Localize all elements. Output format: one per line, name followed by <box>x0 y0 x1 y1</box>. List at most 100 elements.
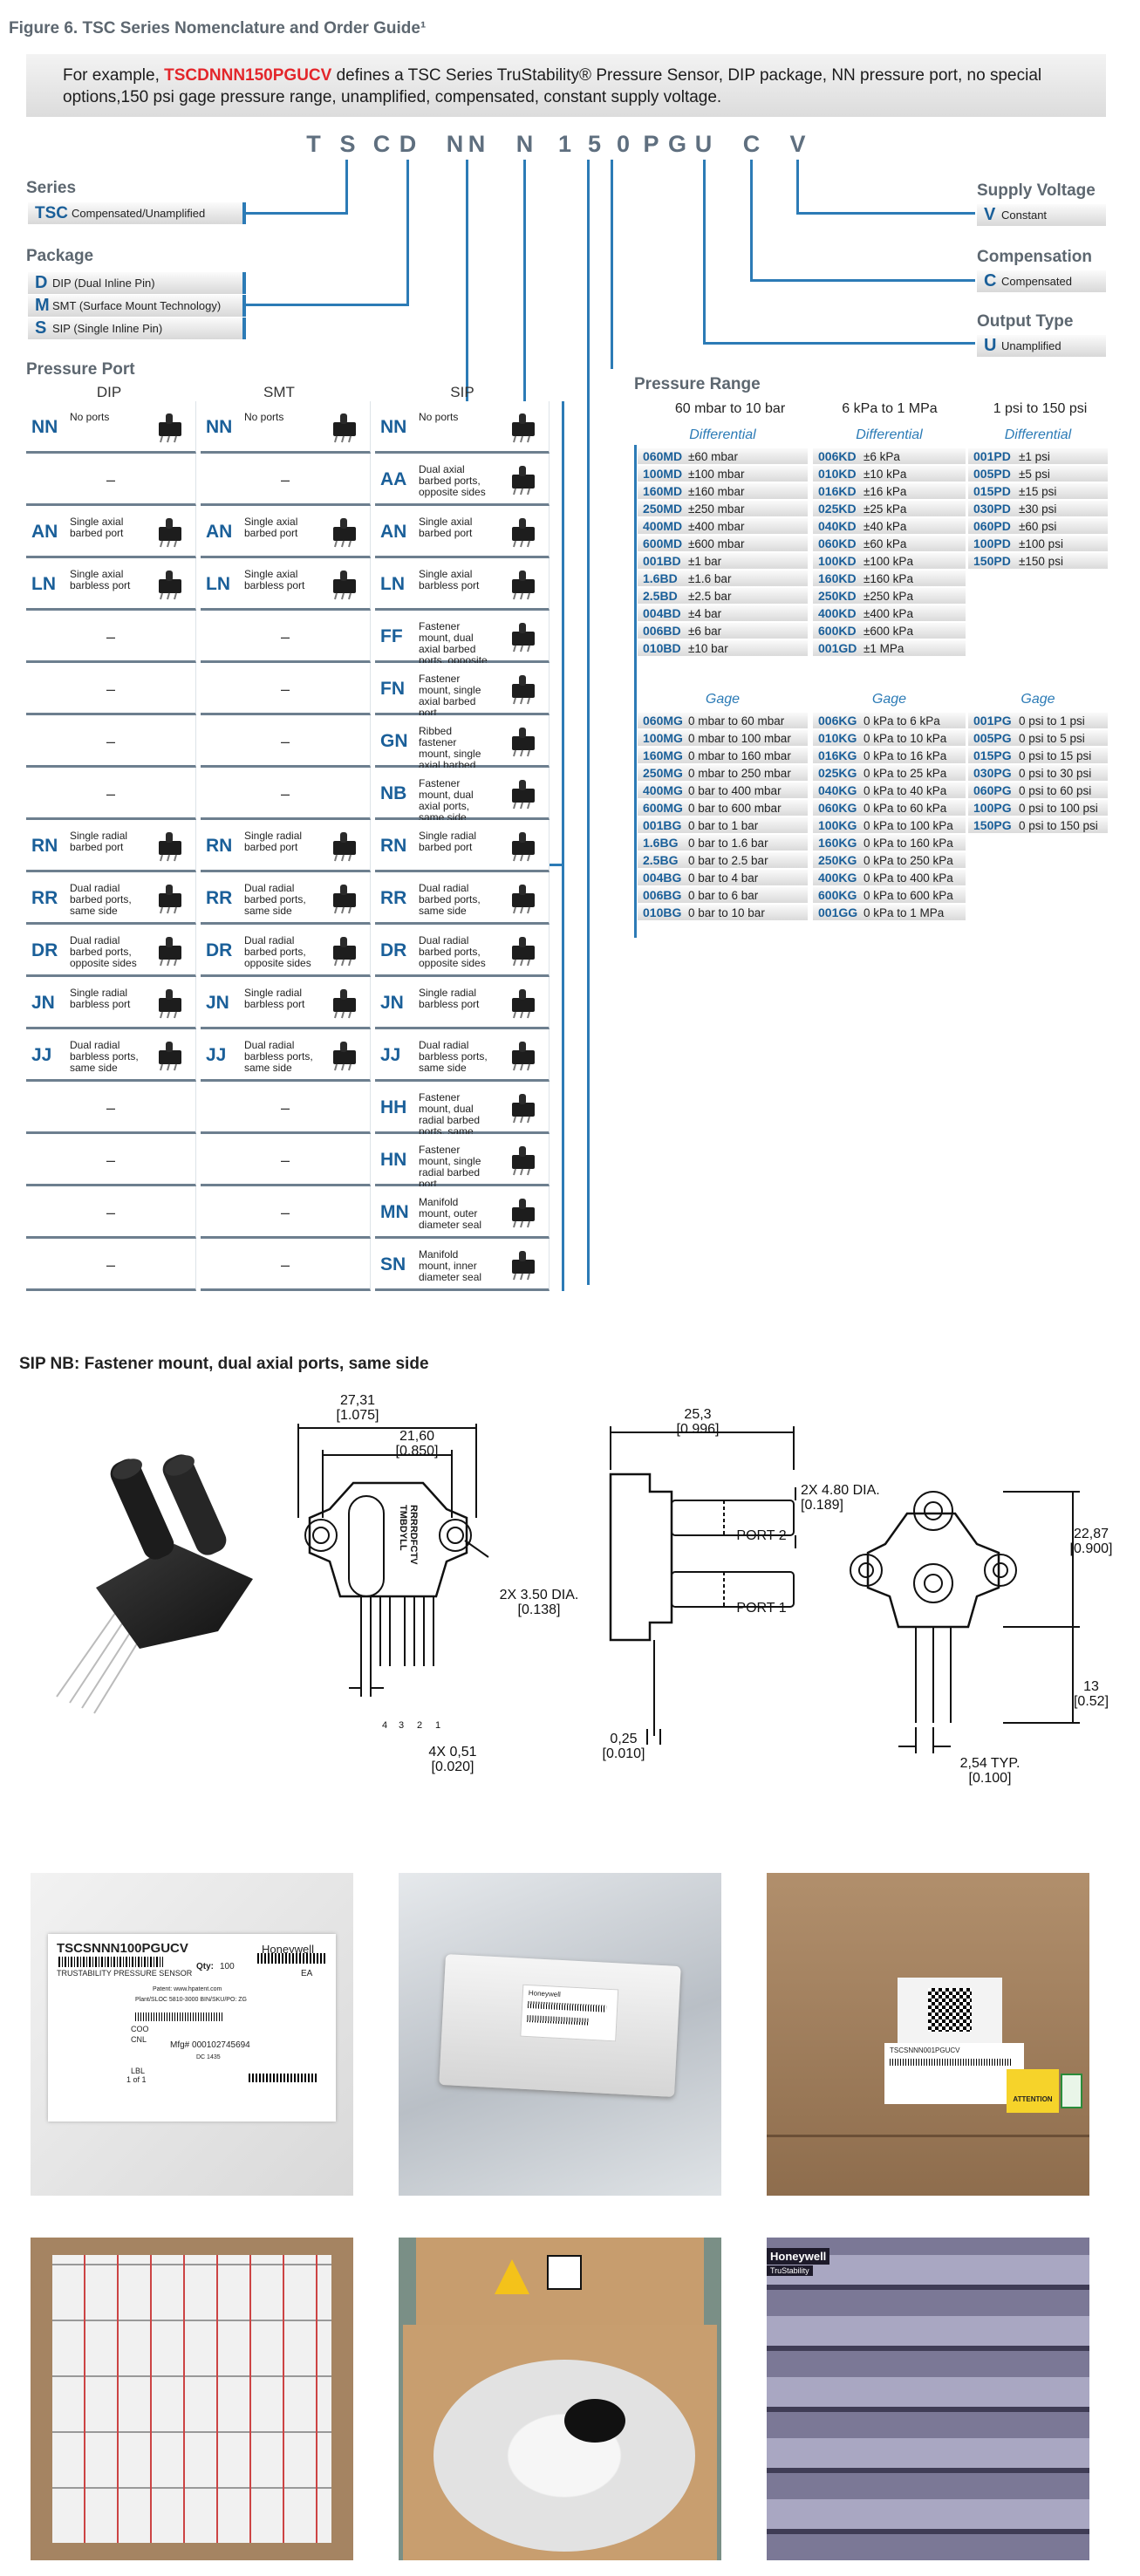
port-cell-smt: – <box>201 1186 371 1239</box>
port-none: – <box>280 785 290 803</box>
port-package-icon <box>154 935 188 967</box>
dim-mm: 0,25 <box>610 1732 638 1746</box>
port-code: DR <box>380 940 407 960</box>
range-row: 160KD±160 kPa <box>813 571 966 587</box>
port-code: NB <box>380 783 407 803</box>
range-code: 250MG <box>643 766 683 780</box>
port2-label: PORT 2 <box>736 1528 787 1543</box>
option-code: TSC <box>35 203 68 222</box>
port-code: HN <box>380 1150 407 1170</box>
port-desc: No ports <box>244 411 284 423</box>
range-value: 0 kPa to 160 kPa <box>864 836 953 850</box>
range-differential-label: Differential <box>1004 427 1072 442</box>
connector-series <box>345 160 348 214</box>
connector-supply <box>796 160 799 215</box>
port-cell-dip: – <box>26 663 196 715</box>
port-package-icon <box>507 1249 542 1281</box>
label-line: Patent: www.hpatent.com <box>153 1986 222 1992</box>
part-number-letter: 5 <box>587 131 603 157</box>
port-col-dip: DIP <box>96 384 122 400</box>
range-value: 0 bar to 6 bar <box>688 888 759 902</box>
port-package-icon <box>507 935 542 967</box>
bag-label-brand: Honeywell <box>528 1989 562 1999</box>
part-number-letter: U <box>694 131 713 157</box>
example-code: TSCDNNN150PGUCV <box>164 66 332 85</box>
option-desc: Compensated <box>1001 275 1072 288</box>
supply-option-v: V Constant <box>977 204 1106 226</box>
connector-package-h <box>244 304 409 306</box>
range-code: 015PD <box>973 484 1011 498</box>
range-gage-label: Gage <box>705 692 741 707</box>
range-code: 030PG <box>973 766 1012 780</box>
range-code: 250KD <box>818 589 857 603</box>
port-desc: Single radial barbed port <box>244 830 303 853</box>
tube-brand: Honeywell <box>767 2248 830 2265</box>
range-value: ±250 kPa <box>864 589 913 603</box>
port-desc: Dual radial barbed ports, same side <box>70 882 132 917</box>
range-value: 0 bar to 1.6 bar <box>688 836 768 850</box>
dim-mm: 21,60 <box>399 1429 435 1444</box>
port-none: – <box>106 1099 115 1117</box>
port-package-icon <box>507 987 542 1019</box>
port-col-smt: SMT <box>263 384 295 400</box>
dim-width-inner: 21,60[0.850] <box>391 1429 443 1459</box>
port-code: RR <box>31 888 58 908</box>
part-number-letter: N <box>468 131 487 157</box>
bag-label: Honeywell <box>520 1984 619 2042</box>
range-value: 0 bar to 1 bar <box>688 818 759 832</box>
range-code: 400KD <box>818 606 857 620</box>
range-row: 400KD±400 kPa <box>813 605 966 622</box>
part-number-letter: 0 <box>616 131 631 157</box>
esd-warning: ATTENTION <box>1007 2069 1059 2113</box>
range-value: 0 psi to 5 psi <box>1019 731 1085 745</box>
port-desc: Dual radial barbless ports, same side <box>419 1039 488 1074</box>
range-value: ±15 psi <box>1019 484 1057 498</box>
range-row: 100KD±100 kPa <box>813 553 966 570</box>
supply-voltage-title: Supply Voltage <box>977 181 1096 200</box>
dim-port-dia: 2X 4.80 DIA.[0.189] <box>801 1483 892 1513</box>
dim-in: [0.138] <box>517 1602 561 1617</box>
option-desc: SIP (Single Inline Pin) <box>52 322 163 335</box>
package-title: Package <box>26 247 94 265</box>
range-value: 0 mbar to 60 mbar <box>688 714 785 728</box>
range-value: 0 psi to 100 psi <box>1019 801 1098 815</box>
range-row: 600KD±600 kPa <box>813 623 966 639</box>
range-code: 600MD <box>643 536 683 550</box>
port-desc: Fastener mount, dual axial barbed ports,… <box>419 620 488 678</box>
port-code: DR <box>206 940 233 960</box>
range-code: 010BG <box>643 905 682 919</box>
range-code: 600KD <box>818 624 857 638</box>
range-code: 1.6BD <box>643 571 678 585</box>
dim-pin-width: 4X 0,51[0.020] <box>422 1745 483 1774</box>
series-title: Series <box>26 179 77 197</box>
range-code: 040KD <box>818 519 857 533</box>
port-cell-dip: – <box>26 611 196 663</box>
port-code: MN <box>380 1202 409 1222</box>
port-package-icon <box>507 673 542 705</box>
range-row: 006KD±6 kPa <box>813 448 966 465</box>
range-value: ±6 bar <box>688 624 722 638</box>
range-value: 0 psi to 1 psi <box>1019 714 1085 728</box>
range-code: 400MG <box>643 783 683 797</box>
range-code: 040KG <box>818 783 857 797</box>
port-desc: Dual radial barbless ports, same side <box>70 1039 139 1074</box>
dim-mm: 13 <box>1083 1679 1099 1694</box>
range-row: 150PD±150 psi <box>968 553 1108 570</box>
marking-1: RRRRDFCTV <box>408 1505 419 1565</box>
range-row: 010BD±10 bar <box>638 640 808 657</box>
port-cell-dip: RR Dual radial barbed ports, same side <box>26 872 196 925</box>
barcode <box>527 2015 589 2026</box>
port-package-icon <box>154 883 188 914</box>
compensation-option-c: C Compensated <box>977 270 1106 292</box>
